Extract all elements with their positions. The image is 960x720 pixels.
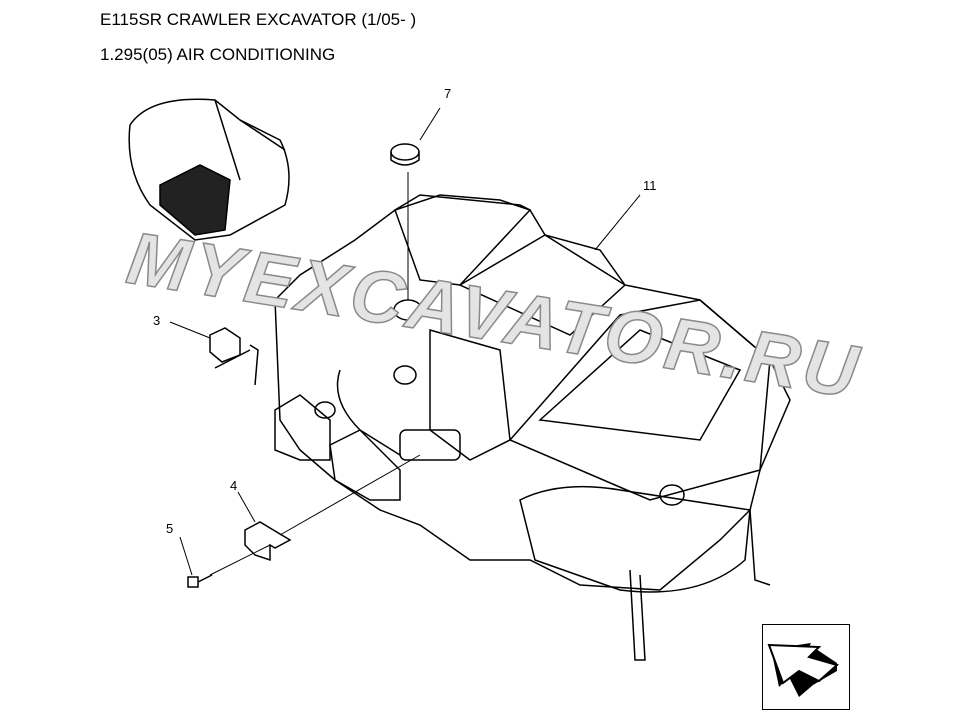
navigate-up-button[interactable]	[762, 624, 850, 710]
callout-11: 11	[643, 178, 657, 193]
section-title: 1.295(05) AIR CONDITIONING	[100, 45, 336, 64]
leader-11	[594, 194, 641, 251]
ac-unit-assembly	[274, 194, 791, 661]
part-3-bracket	[169, 321, 259, 386]
cab-location-thumbnail	[128, 98, 290, 241]
arrow-up-left-icon	[767, 643, 840, 697]
page-title: E115SR CRAWLER EXCAVATOR (1/05- )	[100, 10, 417, 29]
callout-5: 5	[166, 521, 173, 536]
callout-7: 7	[444, 86, 451, 101]
callout-3: 3	[153, 313, 160, 328]
callout-4: 4	[230, 478, 237, 493]
part-7-cap	[390, 107, 441, 300]
part-5-bolt	[179, 536, 271, 588]
